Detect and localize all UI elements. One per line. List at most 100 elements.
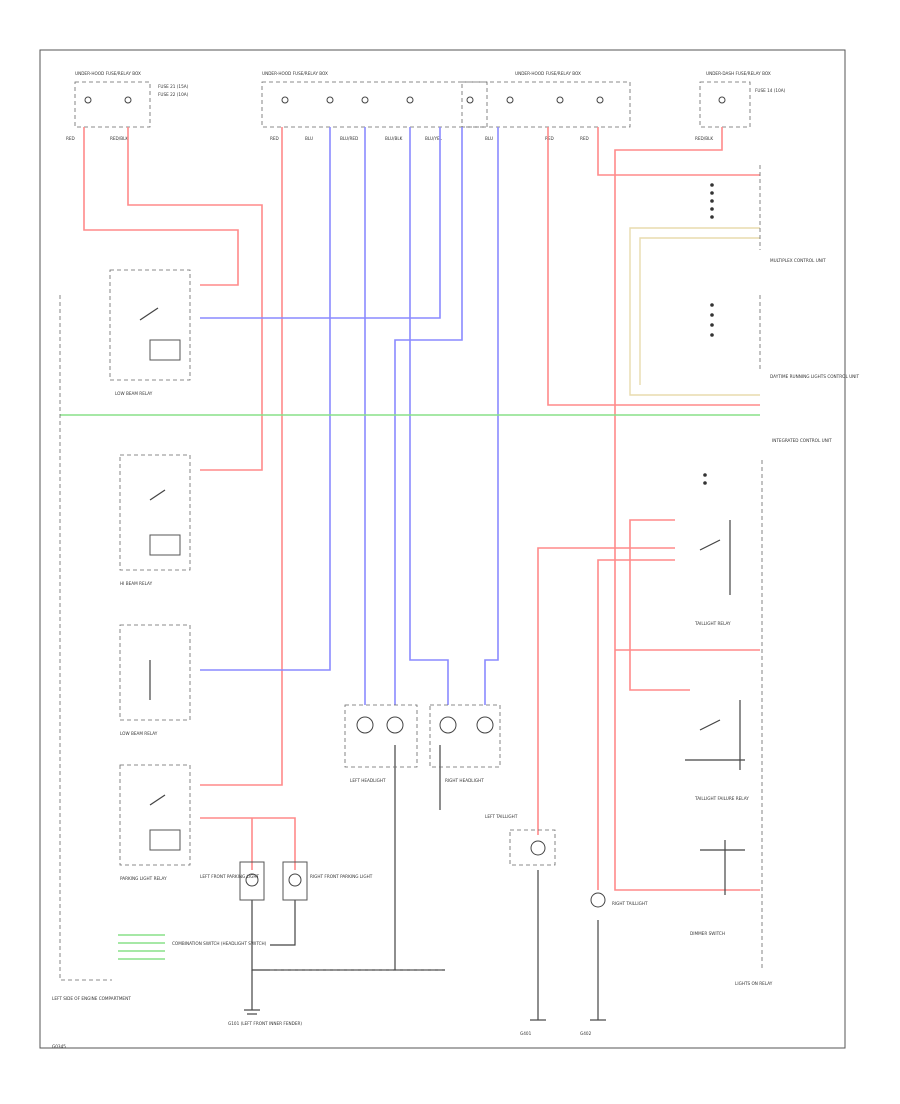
fuse-symbol <box>84 96 92 104</box>
relay-hi-beam: HI BEAM RELAY <box>119 454 191 586</box>
ground-wire <box>251 900 445 971</box>
fuse-box-right-wire: RED/BLK <box>695 136 713 141</box>
fuse-symbol <box>718 96 726 104</box>
red-wire <box>83 127 239 286</box>
relay-parking-outline <box>119 764 191 866</box>
lights-on-relay-label: LIGHTS ON RELAY <box>735 981 773 986</box>
dimmer-switch-label: DIMMER SWITCH <box>690 931 725 936</box>
fuse-box-center-outline <box>261 81 488 128</box>
red-wire <box>127 127 263 471</box>
left-headlight-label: LEFT HEADLIGHT <box>350 778 386 783</box>
red-wire <box>597 559 675 890</box>
bulb-icon <box>356 716 374 734</box>
relay-hi-beam-label: HI BEAM RELAY <box>120 581 153 586</box>
bulb-icon <box>288 873 302 887</box>
ground-g402-label: G402 <box>580 1031 592 1036</box>
left-headlight-outline <box>344 704 418 768</box>
tan-wires <box>629 227 760 396</box>
red-wire <box>629 519 690 691</box>
integrated-control-unit: INTEGRATED CONTROL UNIT <box>703 438 832 970</box>
fuse-box-center2-outline <box>461 81 631 128</box>
relay-low-beam-2: LOW BEAM RELAY <box>119 624 191 736</box>
relay-low-beam: LOW BEAM RELAY <box>109 269 191 396</box>
pin <box>710 323 714 327</box>
fuse-box-left-fuse-b: FUSE 22 (10A) <box>158 92 189 97</box>
fuse-center-wire-2: BLU <box>305 136 313 141</box>
ground-wire <box>270 900 296 946</box>
fuse-symbol <box>466 96 474 104</box>
left-front-parking-label: LEFT FRONT PARKING LIGHT <box>200 874 260 879</box>
fuse-center-wire-6: BLU <box>485 136 493 141</box>
ground-g401: G401 <box>520 1019 546 1036</box>
taillight-relay: TAILLIGHT RELAY <box>694 520 731 626</box>
fuse-box-center-title: UNDER-HOOD FUSE/RELAY BOX <box>262 71 328 76</box>
connector-pins <box>710 183 714 219</box>
relay-hi-beam-outline <box>119 454 191 571</box>
combination-switch-connector: COMBINATION SWITCH (HEADLIGHT SWITCH) <box>118 934 267 960</box>
blue-wire <box>484 127 499 705</box>
pin <box>710 183 714 187</box>
fuse-center-wire-4: BLU/BLK <box>385 136 403 141</box>
pin <box>710 199 714 203</box>
fuse-symbol <box>406 96 414 104</box>
blue-wires <box>200 127 499 705</box>
red-wire <box>547 127 760 406</box>
fuse-box-left-wire-a: RED <box>66 136 75 141</box>
left-front-parking-light: LEFT FRONT PARKING LIGHT <box>200 861 265 901</box>
pin <box>710 303 714 307</box>
fuse-box-left-fuse-a: FUSE 21 (15A) <box>158 84 189 89</box>
ground-g401-label: G401 <box>520 1031 532 1036</box>
left-headlight: LEFT HEADLIGHT <box>344 704 418 783</box>
red-wires <box>83 127 760 891</box>
relay-switch-contact <box>699 539 721 551</box>
right-headlight-outline <box>429 704 501 768</box>
bulb-icon <box>476 716 494 734</box>
taillight-failure-label: TAILLIGHT FAILURE RELAY <box>694 796 749 801</box>
lights-on-relay: LIGHTS ON RELAY <box>735 981 773 986</box>
blue-wire <box>200 127 441 319</box>
left-taillight-outline <box>509 829 556 866</box>
fuse-symbol <box>506 96 514 104</box>
left-unit-border <box>59 295 112 981</box>
pin <box>703 481 707 485</box>
right-front-parking-label: RIGHT FRONT PARKING LIGHT <box>310 874 373 879</box>
ground-wires <box>251 745 599 1020</box>
relay-parking-light: PARKING LIGHT RELAY <box>119 764 191 881</box>
right-taillight-label: RIGHT TAILLIGHT <box>612 901 648 906</box>
pin <box>710 207 714 211</box>
bulb-icon <box>530 840 546 856</box>
fuse-symbol <box>326 96 334 104</box>
dimmer-switch: DIMMER SWITCH <box>690 840 745 936</box>
right-taillight: RIGHT TAILLIGHT <box>590 892 648 908</box>
blue-wire <box>409 127 449 705</box>
taillight-relay-label: TAILLIGHT RELAY <box>694 621 731 626</box>
blue-wire <box>200 127 331 671</box>
fuse-box-left-wire-b: RED/BLK <box>110 136 128 141</box>
left-taillight-label: LEFT TAILLIGHT <box>485 814 518 819</box>
daytime-running-unit: DAYTIME RUNNING LIGHTS CONTROL UNIT <box>710 295 860 379</box>
combination-switch-label: COMBINATION SWITCH (HEADLIGHT SWITCH) <box>172 941 267 946</box>
red-wire <box>200 127 283 786</box>
fuse-box-right: UNDER-DASH FUSE/RELAY BOX FUSE 14 (10A) … <box>695 71 786 141</box>
fuse-center-wire-5: BLU/YEL <box>425 136 443 141</box>
pin <box>710 215 714 219</box>
relay-low-beam-outline <box>109 269 191 381</box>
pin <box>710 191 714 195</box>
pin <box>710 333 714 337</box>
fuse-symbol <box>281 96 289 104</box>
relay-low-beam-2-outline <box>119 624 191 721</box>
relay-switch-contact <box>149 489 166 501</box>
fuse-symbol <box>361 96 369 104</box>
left-taillight: LEFT TAILLIGHT <box>485 814 556 866</box>
bulb-icon <box>439 716 457 734</box>
bulb-icon <box>386 716 404 734</box>
tan-wire <box>639 237 760 385</box>
parking-light-body <box>282 861 308 901</box>
red-wire <box>537 547 675 835</box>
diagram-frame <box>39 49 846 1049</box>
fuse-box-left-title: UNDER-HOOD FUSE/RELAY BOX <box>75 71 141 76</box>
relay-switch-contact <box>139 307 159 321</box>
ground-g101-label: G101 (LEFT FRONT INNER FENDER) <box>228 1021 302 1026</box>
bulb-icon <box>245 873 259 887</box>
